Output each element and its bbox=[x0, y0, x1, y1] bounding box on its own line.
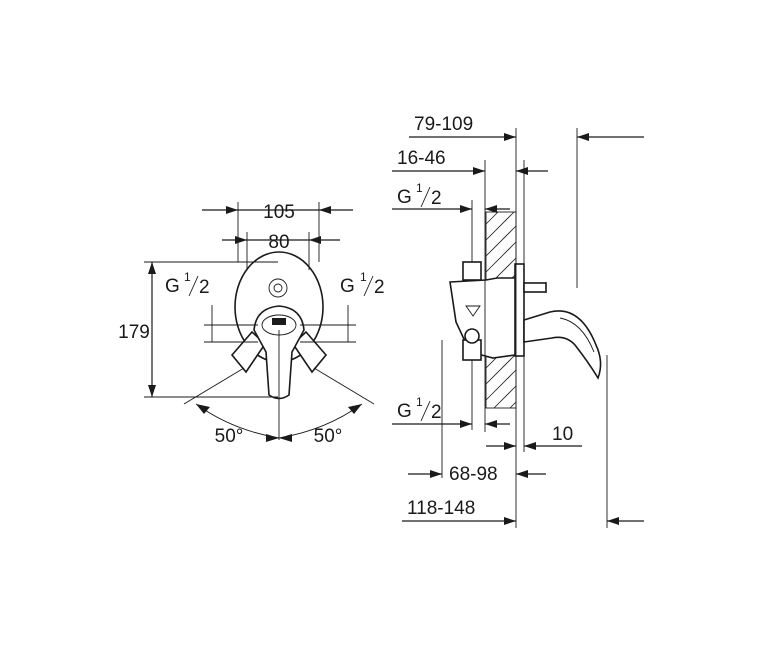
thread-bottom-den: 2 bbox=[431, 402, 442, 423]
spindle bbox=[523, 282, 547, 293]
thread-right-den: 2 bbox=[374, 277, 385, 298]
top-inlet bbox=[462, 261, 482, 281]
dim-width-inner: 80 bbox=[268, 232, 289, 253]
dim-top-1: 79-109 bbox=[414, 114, 473, 135]
angle-left: 50° bbox=[215, 426, 244, 447]
thread-right-num: 1 bbox=[360, 270, 367, 284]
thread-left-prefix: G bbox=[165, 276, 180, 297]
diverter-knob-center bbox=[273, 283, 283, 293]
angle-right: 50° bbox=[314, 426, 343, 447]
inlet-fitting bbox=[464, 328, 480, 344]
dim-top-2: 16-46 bbox=[397, 148, 446, 169]
front-view: 105 80 179 G 1 2 G 1 2 bbox=[118, 202, 385, 447]
dim-bottom-2: 118-148 bbox=[407, 498, 475, 519]
handle-indicator bbox=[272, 318, 286, 325]
thread-bottom-num: 1 bbox=[416, 395, 423, 409]
thread-bottom-prefix: G bbox=[397, 401, 412, 422]
thread-top-num: 1 bbox=[416, 181, 423, 195]
thread-right-prefix: G bbox=[340, 276, 355, 297]
dim-bottom-1: 68-98 bbox=[449, 464, 498, 485]
dim-width-outer: 105 bbox=[263, 202, 295, 223]
diverter-knob bbox=[268, 278, 288, 298]
valve-body bbox=[449, 277, 516, 359]
thread-left-den: 2 bbox=[199, 277, 210, 298]
side-lever-handle bbox=[523, 310, 602, 380]
side-view: 79-109 16-46 G 1 2 G 1 2 10 bbox=[392, 114, 644, 528]
dim-height: 179 bbox=[118, 322, 150, 343]
thread-top-prefix: G bbox=[397, 187, 412, 208]
thread-top-den: 2 bbox=[431, 188, 442, 209]
dim-right-bottom: 10 bbox=[552, 424, 573, 445]
valve-marker bbox=[465, 305, 481, 317]
thread-left-num: 1 bbox=[184, 270, 191, 284]
